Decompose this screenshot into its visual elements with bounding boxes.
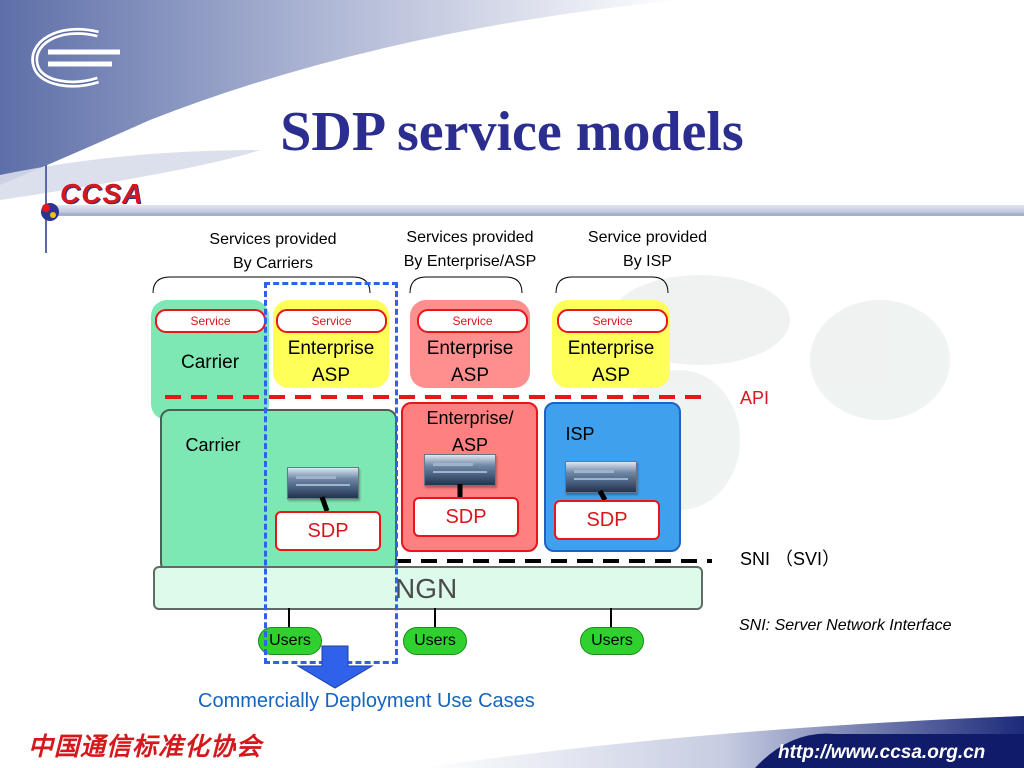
column-header-enterprise-line1: Services provided	[406, 229, 534, 246]
service-pill-carrier: Service	[155, 309, 266, 333]
service-pill-enterprise-3: Service	[557, 309, 668, 333]
users-pill-3: Users	[580, 627, 644, 655]
down-arrow-icon	[296, 645, 374, 689]
enterprise-asp-label-2: Enterprise ASP	[410, 335, 530, 389]
bracket-isp	[555, 276, 669, 294]
column-header-carriers: Services provided By Carriers	[178, 228, 368, 276]
column-header-enterprise: Services provided By Enterprise/ASP	[380, 226, 560, 274]
ngn-bar	[153, 566, 703, 610]
enterprise-asp-label-1-line1: Enterprise	[287, 338, 375, 359]
sni-note: SNI: Server Network Interface	[739, 617, 952, 634]
footer-url[interactable]: http://www.ccsa.org.cn	[778, 742, 986, 763]
isp-provider-label: ISP	[565, 424, 595, 444]
sdp-box-carrier: SDP	[275, 511, 381, 551]
enterprise-provider-label: Enterprise/ ASP	[405, 405, 535, 459]
server-icon-isp	[565, 461, 637, 493]
users-pill-2: Users	[403, 627, 467, 655]
org-name-cn: 中国通信标准化协会	[28, 733, 263, 761]
enterprise-asp-label-3: Enterprise ASP	[552, 335, 670, 389]
enterprise-asp-label-1-line2: ASP	[311, 365, 351, 386]
enterprise-provider-label-line1: Enterprise/	[426, 408, 514, 428]
service-pill-enterprise-2: Service	[417, 309, 528, 333]
column-header-carriers-line2: By Carriers	[232, 255, 313, 272]
carrier-service-label: Carrier	[180, 352, 240, 373]
ccsa-logo-text: CCSA	[60, 178, 144, 209]
column-header-isp: Service provided By ISP	[565, 226, 730, 274]
column-header-enterprise-line2: By Enterprise/ASP	[403, 253, 537, 270]
slide-title: SDP service models	[280, 101, 744, 163]
enterprise-provider-label-line2: ASP	[451, 435, 489, 455]
enterprise-asp-label-2-line1: Enterprise	[426, 338, 514, 359]
use-case-highlight-frame	[264, 282, 398, 664]
ccsa-swoosh-icon	[31, 27, 120, 88]
use-case-label: Commercially Deployment Use Cases	[198, 690, 535, 712]
api-label: API	[740, 388, 770, 408]
enterprise-asp-label-3-line2: ASP	[591, 365, 631, 386]
enterprise-asp-label-3-line1: Enterprise	[567, 338, 655, 359]
enterprise-asp-label-2-line2: ASP	[450, 365, 490, 386]
ngn-label: NGN	[395, 573, 458, 604]
service-pill-enterprise-1: Service	[276, 309, 387, 333]
bracket-enterprise	[409, 276, 523, 294]
users-pill-1: Users	[258, 627, 322, 655]
sdp-box-isp: SDP	[554, 500, 660, 540]
column-header-isp-line1: Service provided	[587, 229, 708, 246]
carrier-provider-label: Carrier	[185, 435, 241, 455]
sdp-box-enterprise: SDP	[413, 497, 519, 537]
ccsa-globe-icon	[41, 203, 59, 221]
enterprise-asp-label-1: Enterprise ASP	[273, 335, 389, 389]
column-header-carriers-line1: Services provided	[209, 231, 337, 248]
column-header-isp-line2: By ISP	[623, 253, 672, 270]
sni-label: SNI （SVI）	[740, 549, 841, 569]
